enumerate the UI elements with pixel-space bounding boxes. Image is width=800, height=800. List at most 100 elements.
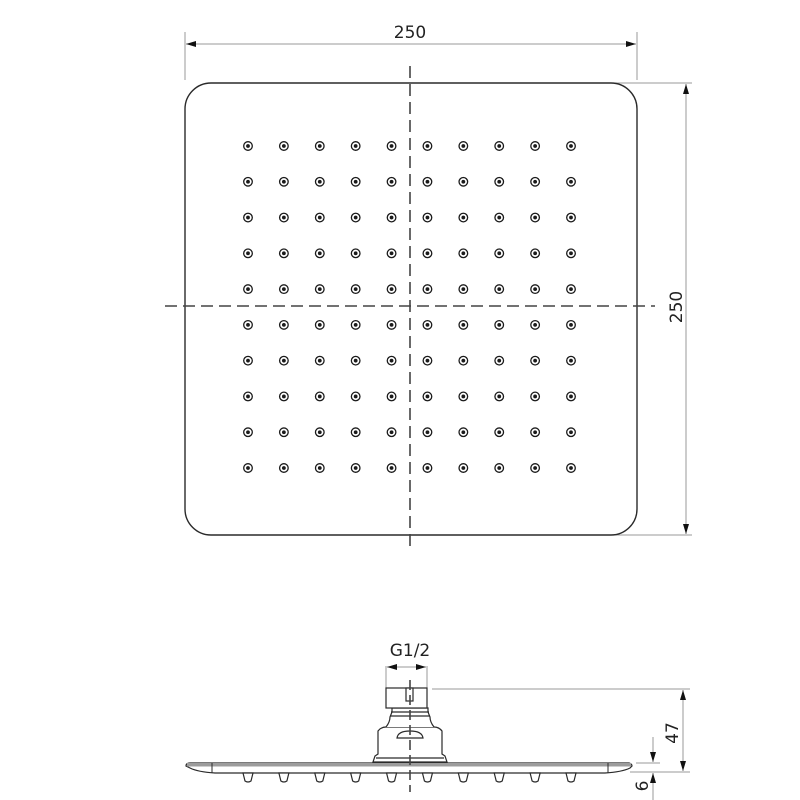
nozzle-icon [458, 248, 469, 259]
nozzle-icon [530, 141, 541, 151]
plate-thickness-label: 6 [633, 781, 653, 792]
nozzle-icon [422, 463, 433, 473]
nozzle-icon [243, 212, 253, 223]
nozzle-icon [350, 463, 361, 473]
nozzle-icon [278, 463, 289, 473]
nozzle-icon [314, 319, 325, 330]
side-nozzle-icon [385, 772, 398, 783]
nozzle-icon [314, 176, 325, 187]
nozzle-icon [350, 391, 361, 402]
connection-dimension: G1/2 [385, 641, 431, 688]
nozzle-icon [422, 212, 433, 223]
nozzle-icon [278, 248, 289, 259]
side-nozzle-icon [529, 772, 541, 783]
nozzle-icon [243, 248, 253, 259]
nozzle-icon [494, 284, 505, 295]
nozzle-icon [566, 355, 576, 366]
nozzle-icon [458, 391, 469, 402]
nozzle-icon [422, 427, 433, 438]
side-nozzle-icon [493, 772, 505, 783]
nozzle-icon [243, 355, 253, 366]
side-nozzle-icon [349, 772, 362, 783]
nozzle-icon [422, 176, 433, 187]
side-plate [185, 762, 633, 774]
nozzle-icon [422, 391, 433, 402]
total-height-label: 47 [663, 722, 683, 744]
height-label: 250 [667, 291, 687, 323]
nozzle-icon [530, 463, 541, 473]
nozzle-icon [530, 355, 541, 366]
width-label: 250 [394, 23, 426, 43]
nozzle-icon [458, 284, 469, 295]
nozzle-icon [314, 355, 325, 366]
nozzle-grid [243, 141, 576, 473]
nozzle-icon [458, 319, 469, 330]
top-view: 250 250 [165, 23, 692, 552]
nozzle-icon [494, 355, 505, 366]
nozzle-icon [314, 427, 325, 438]
nozzle-icon [422, 248, 433, 259]
nozzle-icon [278, 319, 289, 330]
nozzle-icon [494, 319, 505, 330]
nozzle-icon [494, 463, 505, 473]
nozzle-icon [350, 284, 361, 295]
nozzle-icon [350, 176, 361, 187]
nozzle-icon [422, 319, 433, 330]
nozzle-icon [422, 355, 433, 366]
plate-thickness-dimension: 6 [633, 737, 660, 800]
side-view: G1/2 47 6 [185, 641, 690, 800]
nozzle-icon [243, 319, 253, 330]
nozzle-icon [314, 212, 325, 223]
nozzle-icon [566, 391, 576, 402]
nozzle-icon [243, 141, 253, 151]
nozzle-icon [458, 212, 469, 223]
nozzle-icon [278, 427, 289, 438]
nozzle-icon [458, 141, 469, 151]
nozzle-icon [422, 141, 433, 151]
nozzle-icon [494, 427, 505, 438]
nozzle-icon [386, 427, 397, 438]
nozzle-icon [566, 212, 576, 223]
nozzle-icon [386, 212, 397, 223]
nozzle-icon [566, 176, 576, 187]
nozzle-icon [243, 463, 253, 473]
nozzle-icon [386, 391, 397, 402]
nozzle-icon [530, 212, 541, 223]
nozzle-icon [566, 248, 576, 259]
nozzle-icon [350, 427, 361, 438]
connection-label: G1/2 [390, 641, 431, 661]
nozzle-icon [243, 391, 253, 402]
nozzle-icon [530, 319, 541, 330]
nozzle-icon [278, 355, 289, 366]
nozzle-icon [422, 284, 433, 295]
nozzle-icon [494, 212, 505, 223]
nozzle-icon [278, 176, 289, 187]
nozzle-icon [494, 176, 505, 187]
height-dimension: 250 [612, 82, 692, 536]
nozzle-icon [350, 355, 361, 366]
nozzle-icon [458, 427, 469, 438]
nozzle-icon [530, 391, 541, 402]
nozzle-icon [494, 248, 505, 259]
nozzle-icon [494, 141, 505, 151]
nozzle-icon [386, 141, 397, 151]
nozzle-icon [278, 141, 289, 151]
nozzle-icon [566, 141, 576, 151]
nozzle-icon [278, 212, 289, 223]
nozzle-icon [350, 248, 361, 259]
nozzle-icon [386, 176, 397, 187]
side-nozzle-icon [565, 772, 577, 783]
side-nozzle-icon [421, 772, 434, 783]
nozzle-icon [566, 427, 576, 438]
nozzle-icon [566, 463, 576, 473]
side-nozzle-icon [314, 772, 326, 783]
nozzle-icon [243, 427, 253, 438]
nozzle-icon [243, 284, 253, 295]
nozzle-icon [530, 427, 541, 438]
nozzle-icon [458, 355, 469, 366]
nozzle-icon [458, 463, 469, 473]
nozzle-icon [386, 463, 397, 473]
nozzle-icon [314, 391, 325, 402]
nozzle-icon [530, 284, 541, 295]
